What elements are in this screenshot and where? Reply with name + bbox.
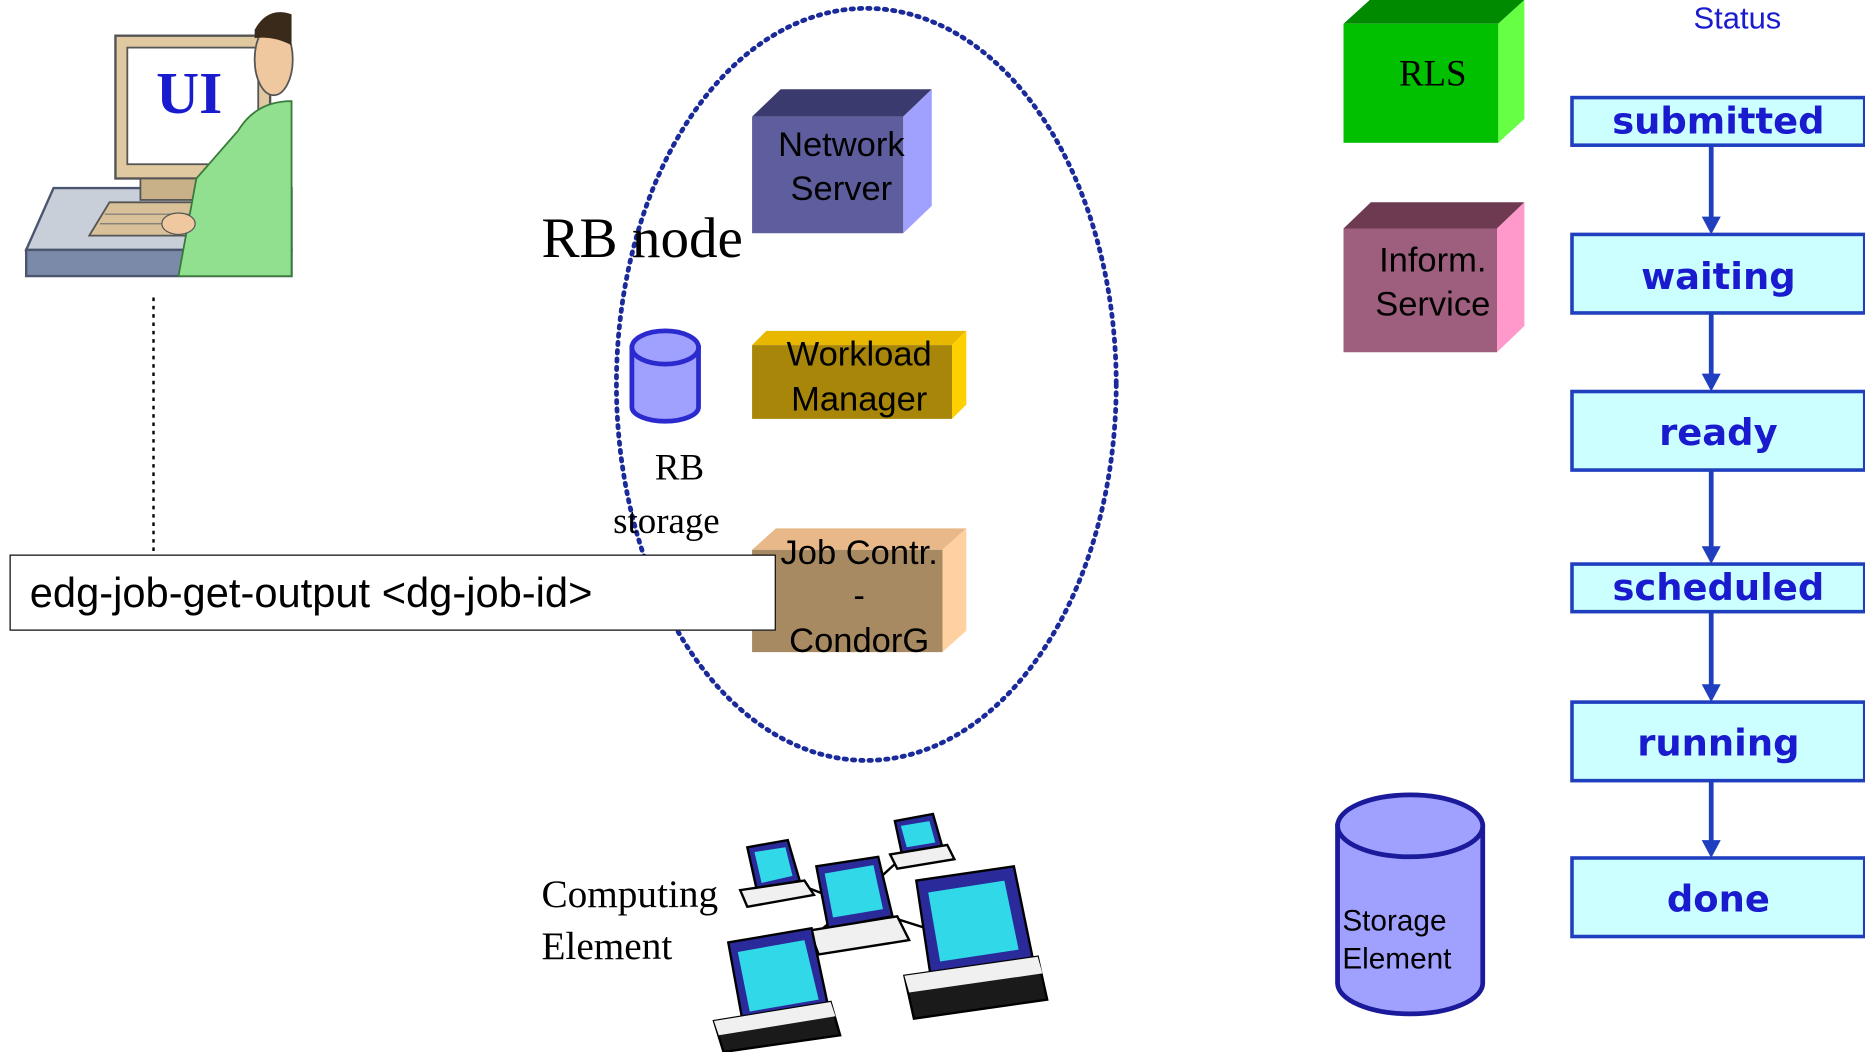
status-box-ready [1570, 389, 1865, 472]
network-server-box [752, 89, 932, 234]
rb-storage-label-2: storage [613, 500, 719, 541]
status-label-ready: ready [1659, 411, 1778, 454]
status-box-submitted [1570, 95, 1865, 147]
status-label-running: running [1637, 722, 1799, 765]
workload-manager-box [752, 330, 967, 419]
status-label-done: done [1667, 878, 1770, 921]
information-service-box [1343, 202, 1525, 353]
information-service-label-1: Inform. [1379, 241, 1486, 279]
job-controller-label-1: Job Contr. [781, 534, 938, 572]
storage-element-label-2: Element [1342, 943, 1452, 976]
status-label-waiting: waiting [1641, 255, 1796, 298]
status-box-running [1570, 700, 1865, 783]
computing-element-label-1: Computing [541, 873, 718, 916]
job-controller-label-2: - [853, 577, 865, 615]
status-box-scheduled [1570, 562, 1865, 614]
ui-workstation-illustration [24, 12, 294, 278]
computing-cluster-illustration [712, 812, 1049, 1054]
status-box-done [1570, 856, 1865, 939]
workload-manager-label-2: Manager [791, 381, 927, 419]
information-service-label-2: Service [1375, 285, 1490, 323]
status-label-submitted: submitted [1612, 99, 1824, 142]
command-line-box: edg-job-get-output <dg-job-id> [9, 554, 776, 631]
status-label-scheduled: scheduled [1612, 566, 1824, 609]
network-server-label-2: Server [791, 170, 893, 208]
rb-node-boundary [614, 5, 1119, 763]
computing-element-label-2: Element [541, 925, 672, 968]
network-server-label-1: Network [778, 126, 905, 164]
job-controller-label-3: CondorG [789, 622, 929, 660]
job-controller-box [752, 528, 967, 653]
status-flow: submitted waiting ready scheduled runnin… [1570, 95, 1865, 939]
status-box-waiting [1570, 232, 1865, 315]
rls-label: RLS [1399, 53, 1467, 94]
storage-element-label-1: Storage [1342, 905, 1446, 938]
rls-box [1343, 0, 1525, 143]
status-title: Status [1694, 1, 1782, 36]
rb-storage-label-1: RB [655, 447, 704, 488]
ui-label: UI [156, 60, 222, 126]
workload-manager-label-1: Workload [787, 335, 932, 373]
storage-element-cylinder [1335, 792, 1486, 1017]
rb-node-label: RB node [541, 207, 742, 270]
rb-storage-cylinder [629, 328, 701, 424]
command-text: edg-job-get-output <dg-job-id> [29, 570, 593, 617]
